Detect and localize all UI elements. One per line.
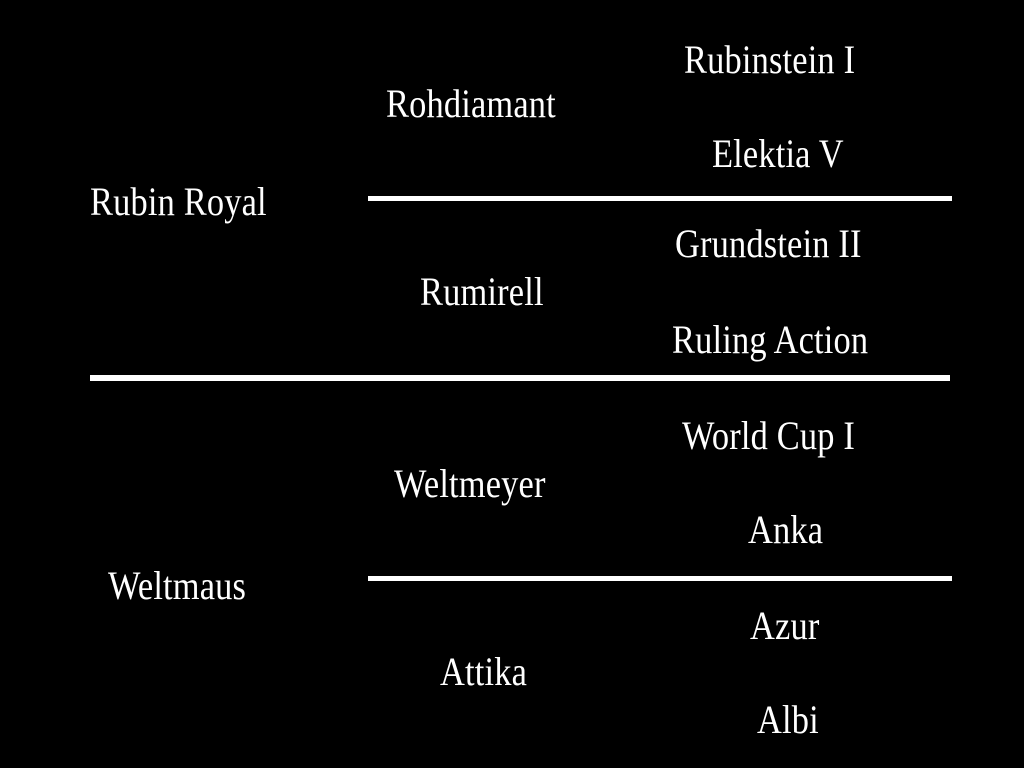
pedigree-node-sire-dam-sire: Grundstein II [675,221,862,266]
pedigree-node-sire-dam-dam: Ruling Action [672,317,869,362]
pedigree-node-sire-sire: Rohdiamant [386,81,556,126]
divider-dam-branch [368,576,952,581]
pedigree-node-dam-dam-sire: Azur [750,603,820,648]
pedigree-node-dam-sire-sire: World Cup I [682,413,856,458]
pedigree-node-sire: Rubin Royal [90,179,267,224]
pedigree-node-sire-dam: Rumirell [420,269,544,314]
pedigree-node-sire-sire-dam: Elektia V [712,131,844,176]
pedigree-node-sire-sire-sire: Rubinstein I [684,37,856,82]
pedigree-node-dam-dam-dam: Albi [757,697,819,742]
divider-sire-sire-branch [368,196,952,201]
divider-main [90,375,950,381]
pedigree-node-dam-sire: Weltmeyer [394,461,546,506]
pedigree-node-dam-sire-dam: Anka [748,507,824,552]
pedigree-node-dam: Weltmaus [108,563,247,608]
pedigree-node-dam-dam: Attika [440,649,528,694]
